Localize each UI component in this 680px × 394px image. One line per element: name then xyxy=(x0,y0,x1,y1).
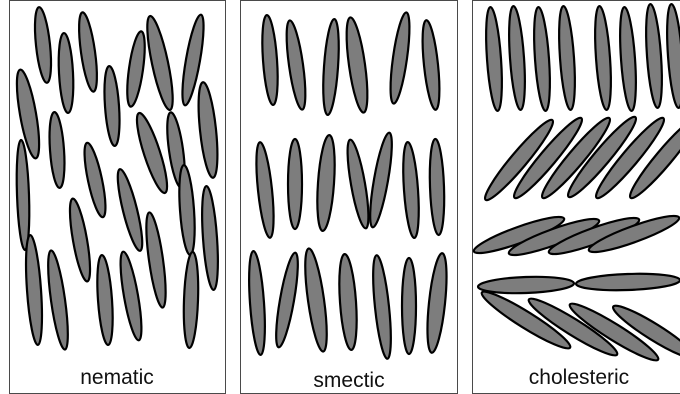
panel-smectic-label: smectic xyxy=(313,369,384,392)
smectic-molecule-8 xyxy=(288,139,302,229)
panel-smectic: smectic xyxy=(241,1,458,394)
smectic-molecule-19 xyxy=(402,258,416,354)
panel-cholesteric-label: cholesteric xyxy=(529,366,629,389)
panel-nematic: nematic xyxy=(10,1,226,394)
panel-nematic-label: nematic xyxy=(80,366,154,389)
panel-cholesteric: cholesteric xyxy=(471,1,680,394)
